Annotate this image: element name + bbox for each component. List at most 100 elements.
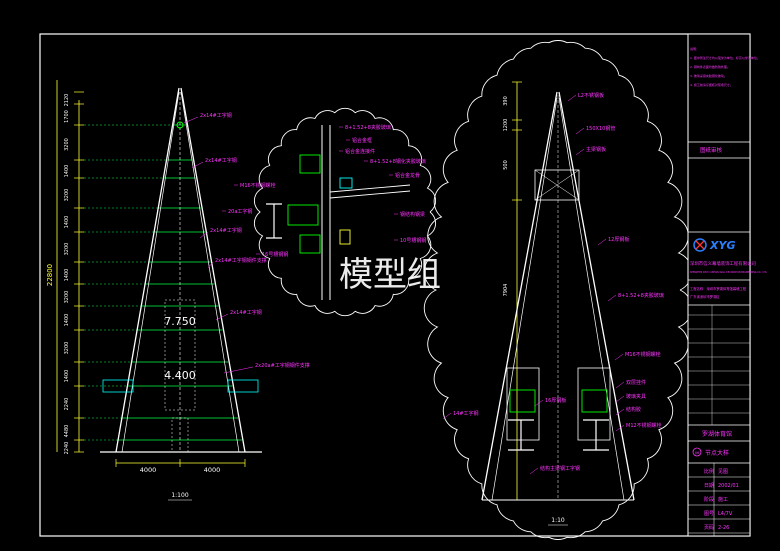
left-annotation-label: 2x14#工字钢钢件支撑 [215, 257, 267, 264]
detail-annotation-label: 10号槽钢钢 [400, 237, 426, 244]
left-dimension-value: 1400 [64, 216, 70, 229]
sheet-row-value: 2-26 [718, 525, 729, 531]
right-dimension-value: 390 [503, 96, 509, 106]
left-dimension-value: 3200 [64, 138, 70, 151]
sheet-row-value: L4/7V [718, 511, 733, 517]
right-pyramid-edge [180, 87, 246, 453]
section-annotation-label: 双层挂件 [626, 379, 646, 386]
bottom-dim-left: 4000 [140, 466, 157, 474]
sheet-row-label: 页码 [704, 524, 714, 531]
detail-annotation-label: M16不锈钢螺栓 [240, 182, 276, 189]
company-name-en: SHENZHEN XINYI CURTAIN WALL DECORATION E… [690, 271, 767, 274]
watermark-text: 模型组 [339, 255, 441, 295]
section-annotation-label: 12厚钢板 [608, 236, 629, 243]
i-beam-section [266, 203, 282, 239]
section-annotation-label: M16不锈钢螺栓 [625, 351, 661, 358]
left-scale-label: 1:100 [171, 492, 188, 499]
total-height-label: 22800 [46, 264, 54, 286]
left-grid-lines [74, 91, 242, 453]
note-line: 说明： [690, 46, 699, 51]
left-pyramid-edge [115, 87, 180, 453]
revision-cloud [254, 107, 436, 317]
section-annotation-label: 玻璃夹具 [626, 393, 646, 400]
detail-annotation-label: 铝合金框 [352, 137, 372, 144]
review-stamp: 图纸审核 [700, 146, 723, 154]
elevation-mark-upper: 7.750 [164, 315, 196, 328]
project-line-2: 广东省深圳市罗湖区 [690, 294, 720, 299]
left-dimension-labels: 2120 1700 3200 1400 3200 1400 3200 1400 3200 1400… [64, 94, 70, 455]
section-annotation-label: 14#工字钢 [453, 410, 479, 417]
section-annotation-label: L2不锈钢板 [578, 92, 604, 99]
note-line: 3. 玻璃采用夹胶钢化玻璃。 [690, 73, 727, 78]
note-line: 4. 施工前请仔细核对现场尺寸。 [690, 82, 733, 87]
sheet-row-value: 2002/01 [718, 483, 739, 489]
title-signature-grid [688, 305, 750, 425]
title-notes: 说明： 1. 图中所注尺寸均以毫米为单位，标高以米为单位。 2. 钢构件表面均做防锈… [690, 46, 760, 87]
left-dimension-value: 1400 [64, 314, 70, 327]
left-dimension-value: 3200 [64, 342, 70, 355]
drawing-title: 节点大样 [705, 449, 729, 457]
project-name: 罗湖体育馆 [702, 430, 732, 438]
detail-annotation-label: 钢结构钢梁 [400, 211, 425, 218]
section-annotation-label: 150X10钢管 [586, 125, 615, 132]
section-annotation-label: 主梁钢板 [586, 146, 606, 153]
right-dimension-labels: 390 1200 500 7904 [503, 81, 522, 501]
company-logo: XYG [693, 238, 735, 252]
detail-annotation-label: 20a工字钢 [228, 208, 252, 215]
left-annotation-label: 2x14#工字钢 [210, 227, 242, 234]
right-dimension-value: 1200 [503, 119, 509, 132]
sheet-row-label: 图号 [704, 511, 714, 517]
note-line: 2. 钢构件表面均做防锈处理。 [690, 64, 730, 69]
company-logo-text: XYG [709, 239, 735, 252]
sheet-row-label: 比例 [704, 468, 714, 475]
section-annotation-label: 16厚钢板 [545, 397, 566, 404]
left-annotation-label: 2x20a#工字钢钢件支撑 [255, 362, 310, 369]
sheet-row-label: 日期 [704, 483, 714, 489]
left-dimension-value: 4480 [64, 425, 70, 438]
right-bracket [227, 379, 259, 393]
section-annotation-label: 8+1.52+8夹胶玻璃 [618, 292, 664, 299]
detail-annotation-label: 16号槽钢钢 [262, 251, 288, 258]
detail-annotation-label: 铝合金连接件 [345, 148, 375, 155]
detail-annotation-label: 铝合金龙骨 [395, 172, 420, 179]
left-dimension-value: 1400 [64, 165, 70, 178]
section-annotation-label: M12不锈钢螺栓 [626, 422, 662, 429]
left-dimension-value: 3200 [64, 189, 70, 202]
drawing-code: 06 [695, 451, 699, 455]
left-dimension-value: 2240 [64, 398, 70, 411]
left-elevation: 2120 1700 3200 1400 3200 1400 3200 1400 3200 1400… [46, 80, 310, 501]
left-dimension-value: 3200 [64, 291, 70, 304]
right-dimension-value: 7904 [503, 284, 509, 297]
sheet-row-value: 施工 [718, 496, 728, 503]
section-annotation-label: 结构主梁钢工字钢 [540, 465, 580, 472]
left-dimension-value: 1400 [64, 370, 70, 383]
left-annotation-label: 2x14#工字钢 [230, 309, 262, 316]
left-annotation-label: 2x14#工字钢 [205, 157, 237, 164]
company-name: 深圳市信义幕墙装饰工程有限公司 [690, 260, 756, 267]
left-annotation-label: 2x14#工字钢 [200, 112, 232, 119]
sheet-row-label: 阶段 [704, 496, 714, 503]
detail-annotation-label: 8+1.52+8钢化夹胶玻璃 [370, 158, 426, 165]
right-dimension-value: 500 [503, 160, 509, 170]
note-line: 1. 图中所注尺寸均以毫米为单位，标高以米为单位。 [690, 55, 760, 60]
left-annotations: 2x14#工字钢 2x14#工字钢 2x14#工字钢 2x14#工字钢钢件支撑 2x14… [183, 112, 310, 374]
detail-annotation-label: 8+1.52+8夹胶玻璃 [345, 124, 391, 131]
bottom-dim-right: 4000 [204, 466, 221, 474]
section-annotation-label: 结构胶 [626, 406, 641, 413]
left-dimension-value: 1700 [64, 110, 70, 123]
left-dimension-value: 1400 [64, 269, 70, 282]
elevation-mark-lower: 4.400 [164, 369, 196, 382]
left-dimension-value: 2240 [64, 442, 70, 455]
left-bracket [102, 379, 134, 393]
left-dimension-value: 2120 [64, 94, 70, 107]
left-dimension-value: 3200 [64, 243, 70, 256]
right-scale-label: 1:10 [551, 517, 565, 524]
title-block: 说明： 1. 图中所注尺寸均以毫米为单位，标高以米为单位。 2. 钢构件表面均做防锈… [687, 33, 767, 537]
project-line-1: 工程名称：深圳市罗湖体育馆幕墙工程 [690, 286, 747, 291]
